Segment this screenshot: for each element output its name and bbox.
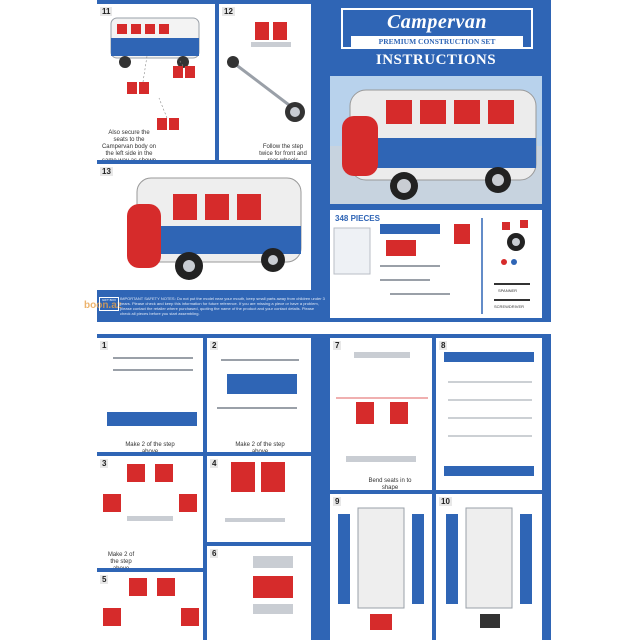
step-3-caption: Make 2 of the step above [107, 552, 135, 568]
step-number: 8 [439, 341, 448, 350]
step-10-diagram [446, 507, 532, 628]
step-3-diagram [103, 464, 197, 521]
step-12-diagram [227, 22, 305, 122]
step-5-panel: 5 [97, 572, 203, 640]
parts-panel: SPANNER SCREWDRIVER [330, 210, 542, 318]
step-10-panel: 10 [436, 494, 542, 640]
step-number: 4 [210, 459, 219, 468]
parts-diagram [333, 218, 530, 314]
step-6-diagram [253, 556, 293, 614]
step-number: 2 [210, 341, 219, 350]
product-title: Campervan [386, 11, 488, 33]
step-number: 10 [439, 497, 452, 506]
step-number: 7 [333, 341, 342, 350]
parts-count: 348 PIECES [335, 214, 380, 223]
spanner-label: SPANNER [498, 288, 518, 293]
safety-note: IMPORTANT SAFETY NOTES: Do not put the m… [120, 296, 325, 316]
step-11-caption: Also secure the seats to the Campervan b… [101, 130, 157, 160]
step-4-panel: 4 [207, 456, 311, 542]
step-8-panel: 8 [436, 338, 542, 490]
step-9-diagram [338, 507, 424, 630]
step-number: 12 [222, 7, 235, 16]
screwdriver-label: SCREWDRIVER [494, 304, 525, 309]
seat-parts [127, 66, 195, 130]
step-1-diagram [107, 357, 197, 426]
title-banner: Campervan PREMIUM CONSTRUCTION SET [341, 8, 533, 49]
step-2-diagram [217, 359, 299, 409]
step-3-panel: 3 Make 2 of the step above [97, 456, 203, 568]
step-1-panel: 1 Make 2 of the step above [97, 338, 203, 452]
step-11-diagram [110, 17, 200, 130]
product-subtitle: PREMIUM CONSTRUCTION SET [351, 36, 523, 47]
step-13-panel: 13 [97, 164, 311, 290]
step-1-caption: Make 2 of the step above [125, 442, 175, 452]
step-11-panel: 11 Also secure the seats to the Camperva… [97, 4, 215, 160]
watermark: boon.az [84, 300, 122, 311]
step-number: 1 [100, 341, 109, 350]
step-9-panel: 9 [330, 494, 432, 640]
step-number: 13 [100, 167, 113, 176]
step-number: 11 [100, 7, 113, 16]
step-2-caption: Make 2 of the step above [235, 442, 285, 452]
step-7-panel: 7 Bend seats in to shape [330, 338, 432, 490]
step-6-panel: 6 [207, 546, 311, 640]
step-4-diagram [225, 462, 285, 522]
sheet-gap [97, 322, 551, 334]
step-number: 5 [100, 575, 109, 584]
hero-photo [330, 76, 542, 204]
step-7-diagram [336, 352, 428, 462]
step-7-caption: Bend seats in to shape [368, 478, 412, 490]
brand-logo: GIFT BOX [99, 297, 119, 311]
step-12-caption: Follow the step twice for front and rear… [259, 144, 307, 160]
step-13-diagram [127, 177, 302, 280]
step-number: 3 [100, 459, 109, 468]
van-body-sketch [110, 17, 200, 68]
step-12-panel: 12 Follow the step twice for front and r… [219, 4, 311, 160]
step-5-diagram [103, 578, 199, 626]
campervan-photo [330, 76, 542, 204]
step-2-panel: 2 Make 2 of the step above [207, 338, 311, 452]
instructions-heading: INSTRUCTIONS [375, 52, 497, 68]
step-number: 9 [333, 497, 342, 506]
step-number: 6 [210, 549, 219, 558]
step-8-diagram [444, 352, 534, 476]
